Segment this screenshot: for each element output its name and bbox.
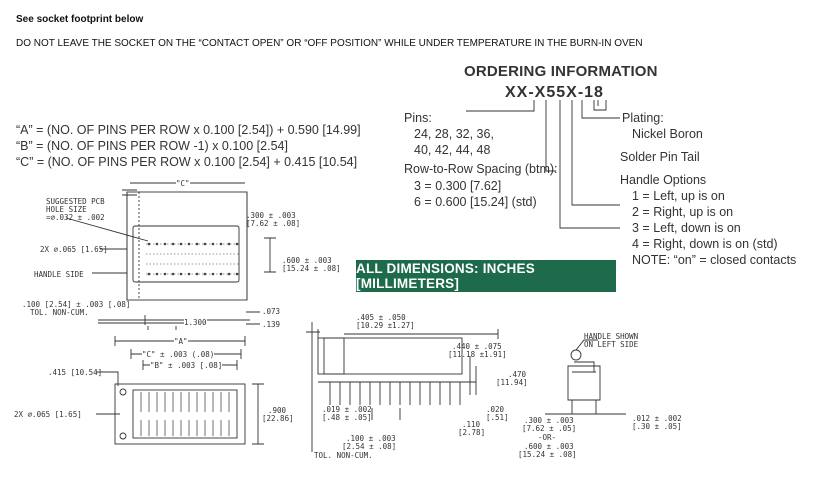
spacing-leader: [545, 100, 556, 172]
dim-019: .019 ± .002: [322, 405, 372, 414]
handle-side-label: HANDLE SIDE: [34, 270, 84, 279]
socket-bottom-outline: [114, 383, 246, 445]
dim-600-end: .600 ± .003: [524, 442, 574, 451]
formula-c: “C” = (NO. OF PINS PER ROW x 0.100 [2.54…: [16, 155, 358, 169]
spacing-option-2: 6 = 0.600 [15.24] (std): [414, 195, 537, 209]
dim-2x065: 2X ⌀.065 [1.65]: [40, 245, 108, 254]
tol-noncum: TOL. NON-CUM.: [30, 308, 89, 317]
suggested-2: HOLE SIZE: [46, 205, 87, 214]
dim-600: .600 ± .003: [282, 256, 332, 265]
formula-b: “B” = (NO. OF PINS PER ROW -1) x 0.100 […: [16, 139, 288, 153]
dim-762-end: [7.62 ± .05]: [522, 424, 577, 433]
dim-1194: [11.94]: [496, 378, 528, 387]
handle-leader: [571, 100, 620, 206]
dim-440: .440 ± .075: [452, 342, 502, 351]
plating-label: Plating:: [622, 111, 664, 125]
spacing-label: Row-to-Row Spacing (btm):: [404, 162, 558, 176]
dim-c-tol: "C" ± .003 (.08): [142, 350, 215, 359]
socket-top-outline: [126, 191, 248, 301]
dim-1524-end: [15.24 ± .08]: [518, 450, 577, 459]
dim-a: "A": [174, 337, 188, 346]
handle-option-4: 4 = Right, down is on (std): [632, 237, 778, 251]
pins-line2: 40, 42, 44, 48: [414, 143, 491, 157]
dim-073: .073: [262, 307, 281, 316]
dim-1118: [11.18 ±1.91]: [448, 350, 507, 359]
suggested-1: SUGGESTED PCB: [46, 197, 105, 206]
handle-shown-2: ON LEFT SIDE: [584, 340, 639, 349]
formula-a: “A” = (NO. OF PINS PER ROW x 0.100 [2.54…: [16, 123, 361, 137]
dim-2x065-bottom: 2X ⌀.065 [1.65]: [14, 410, 82, 419]
dim-300: .300 ± .003: [246, 211, 296, 220]
dim-030: [.30 ± .05]: [632, 422, 682, 431]
dim-254: [2.54 ± .08]: [342, 442, 397, 451]
handle-options-label: Handle Options: [620, 173, 707, 187]
plating-value: Nickel Boron: [632, 127, 703, 141]
dim-900: .900: [268, 406, 287, 415]
dim-1524: [15.24 ± .08]: [282, 264, 341, 273]
dim-300-end: .300 ± .003: [524, 416, 574, 425]
socket-end-outline: [567, 365, 601, 401]
footprint-note: See socket footprint below: [16, 14, 144, 25]
all-dimensions-banner: ALL DIMENSIONS: INCHES [MILLIMETERS]: [356, 260, 616, 292]
handle-note: NOTE: “on” = closed contacts: [632, 253, 797, 267]
dim-1300: 1.300: [184, 318, 207, 327]
dim-100-side: .100 ± .003: [346, 434, 396, 443]
dim-012: .012 ± .002: [632, 414, 682, 423]
pins-leader: [466, 100, 535, 112]
dim-2286: [22.86]: [262, 414, 294, 423]
dim-415: .415 [10.54]: [48, 368, 103, 377]
dim-or: -OR-: [538, 433, 557, 442]
dim-048: [.48 ± .05]: [322, 413, 372, 422]
part-number: XX-X55X-18: [505, 84, 604, 101]
spacing-option-1: 3 = 0.300 [7.62]: [414, 179, 502, 193]
handle-option-3: 3 = Left, down is on: [632, 221, 741, 235]
dim-110: .110: [462, 420, 481, 429]
leader-suggested: [65, 217, 149, 242]
dim-020: .020: [486, 405, 505, 414]
burn-in-warning: DO NOT LEAVE THE SOCKET ON THE “CONTACT …: [16, 38, 643, 49]
handle-leader-2: [559, 100, 620, 229]
dim-1029: [10.29 ±1.27]: [356, 321, 415, 330]
ordering-title: ORDERING INFORMATION: [464, 63, 658, 80]
tol-noncum-side: TOL. NON-CUM.: [314, 451, 373, 460]
solder-pin-tail: Solder Pin Tail: [620, 150, 700, 164]
pins-label: Pins:: [404, 111, 432, 125]
handle-option-2: 2 = Right, up is on: [632, 205, 734, 219]
handle-option-1: 1 = Left, up is on: [632, 189, 725, 203]
dim-051: [.51]: [486, 413, 509, 422]
dim-470: .470: [508, 370, 527, 379]
socket-side-outline: [317, 337, 463, 375]
dim-c: "C": [176, 179, 190, 188]
dim-100: .100 [2.54] ± .003 [.08]: [22, 300, 131, 309]
suggested-3: =⌀.032 ± .002: [46, 213, 105, 222]
plating-leader: [581, 100, 620, 119]
dim-139: .139: [262, 320, 281, 329]
dim-278: [2.78]: [458, 428, 486, 437]
pins-line1: 24, 28, 32, 36,: [414, 127, 494, 141]
dim-405: .405 ± .050: [356, 313, 406, 322]
handle-shown-1: HANDLE SHOWN: [584, 332, 639, 341]
dim-762: [7.62 ± .08]: [246, 219, 301, 228]
dim-b-tol: "B" ± .003 [.08]: [150, 361, 223, 370]
